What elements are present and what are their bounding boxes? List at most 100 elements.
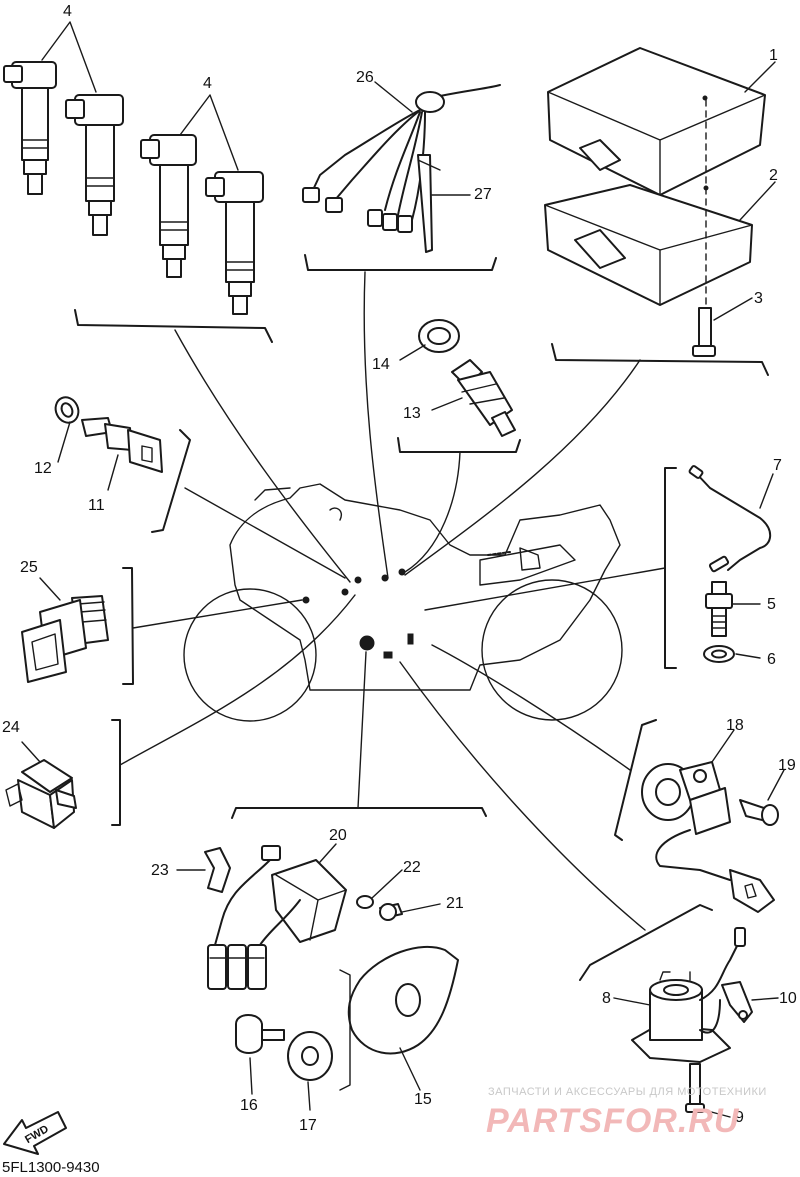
temp-sensor-group <box>399 319 516 437</box>
callout-numbers: 1 2 3 4 4 5 6 7 8 9 10 11 12 13 14 15 16… <box>2 3 797 1134</box>
motorcycle-outline <box>183 483 623 722</box>
temperature-sensor[interactable] <box>451 359 516 437</box>
relay-bracket[interactable] <box>721 981 753 1023</box>
leader-sensor-24 <box>119 594 356 766</box>
ignition-coil[interactable] <box>140 134 197 278</box>
bracket-thermo-unit <box>151 429 191 533</box>
switch-25[interactable] <box>21 595 109 683</box>
switch-lead[interactable] <box>688 465 772 573</box>
sensor-24[interactable] <box>5 759 77 829</box>
bracket-switch-25 <box>122 567 134 685</box>
bracket-ignition-coils <box>74 309 273 343</box>
callout-25: 25 <box>20 559 38 576</box>
callout-pointer <box>739 181 776 221</box>
callout-20: 20 <box>329 827 347 844</box>
tail-detail <box>519 547 541 571</box>
ecu-group <box>544 47 776 357</box>
callout-11: 11 <box>88 497 105 514</box>
starter-relay[interactable] <box>631 927 746 1063</box>
callout-pointer <box>703 1109 731 1118</box>
leader-thermo-unit <box>184 487 346 579</box>
watermark-caption: ЗАПЧАСТИ И АКСЕССУАРЫ ДЛЯ МОТОТЕХНИКИ <box>488 1086 767 1098</box>
relay-screw[interactable] <box>685 1063 705 1113</box>
callout-19: 19 <box>778 757 796 774</box>
callout-4-right: 4 <box>203 75 212 92</box>
watermark-brand: PARTSFOR.RU <box>486 1102 740 1140</box>
callout-pointer <box>307 1081 311 1111</box>
pickup-rotor[interactable] <box>339 945 459 1091</box>
ecu-bolt[interactable] <box>692 307 716 357</box>
callout-pointer <box>613 997 651 1006</box>
mount-point <box>398 568 406 576</box>
callout-22: 22 <box>403 859 421 876</box>
pickup-coil-group <box>176 843 459 1111</box>
ecu-bracket[interactable] <box>544 184 753 306</box>
washer-22[interactable] <box>356 895 374 909</box>
ignition-coil[interactable] <box>205 171 264 315</box>
callout-6: 6 <box>767 651 776 668</box>
callout-4-left: 4 <box>63 3 72 20</box>
leader-lines <box>74 254 769 981</box>
callout-pointer <box>374 81 413 113</box>
callout-15: 15 <box>414 1091 432 1108</box>
callout-14: 14 <box>372 356 390 373</box>
callout-27: 27 <box>474 186 492 203</box>
watermark: ЗАПЧАСТИ И АКСЕССУАРЫ ДЛЯ МОТОТЕХНИКИ PA… <box>486 1086 767 1140</box>
fwd-arrow-icon <box>3 1111 67 1155</box>
bracket-ecu <box>551 343 769 376</box>
oil-switch-group <box>688 465 774 663</box>
speed-sensor-bolt[interactable] <box>739 799 779 826</box>
callout-10: 10 <box>779 990 797 1007</box>
fwd-direction-badge: FWD <box>3 1111 67 1155</box>
bracket-speed-sensor <box>614 719 657 841</box>
cable-tie[interactable] <box>417 154 441 253</box>
callout-5: 5 <box>767 596 776 613</box>
callout-26: 26 <box>356 69 374 86</box>
ignitor-unit[interactable] <box>547 47 766 196</box>
windscreen-outline <box>254 487 291 501</box>
leader-ecu <box>404 359 641 576</box>
mount-point <box>407 633 414 645</box>
callout-pointer <box>767 769 785 801</box>
harness-detail <box>487 551 511 556</box>
callout-pointer <box>371 869 403 899</box>
callout-18: 18 <box>726 717 744 734</box>
bracket-temp-sensor <box>397 437 521 453</box>
leader-switch-25 <box>132 599 303 629</box>
ignition-coil-group <box>3 21 264 315</box>
ignition-coil[interactable] <box>3 61 57 195</box>
callout-pointer <box>39 577 61 601</box>
callout-pointer <box>319 843 337 863</box>
leader-relay <box>399 661 646 931</box>
callout-pointer <box>249 1057 253 1095</box>
leader-speed-sensor <box>431 644 631 771</box>
gasket-hole <box>427 327 451 345</box>
cord-holder[interactable] <box>204 847 231 893</box>
thermo-unit-group <box>54 396 163 491</box>
callout-pointer <box>759 473 774 509</box>
mount-point <box>359 635 375 651</box>
rotor-bolt[interactable] <box>235 1014 285 1054</box>
screw-21[interactable] <box>379 903 403 921</box>
leader-lead-harness <box>363 271 389 579</box>
callout-pointer <box>751 997 779 1001</box>
front-wheel <box>183 588 317 722</box>
rotor-washer[interactable] <box>287 1031 333 1081</box>
sub-lead-harness[interactable] <box>302 84 501 233</box>
leader-ignition-coils <box>174 329 351 583</box>
leader-temp-sensor <box>404 451 461 573</box>
oil-level-switch[interactable] <box>705 581 733 637</box>
ignition-coil[interactable] <box>65 94 124 236</box>
callout-pointer <box>713 297 753 321</box>
mount-point <box>383 651 393 659</box>
gasket-hole <box>60 402 74 418</box>
callout-pointer <box>107 454 119 491</box>
speed-sensor[interactable] <box>641 761 775 913</box>
pickup-coil[interactable] <box>207 845 347 990</box>
callout-pointer <box>21 741 41 763</box>
thermo-unit[interactable] <box>81 417 163 473</box>
callout-pointer <box>179 94 239 171</box>
bracket-relay <box>579 904 713 981</box>
speed-sensor-group <box>641 729 785 913</box>
